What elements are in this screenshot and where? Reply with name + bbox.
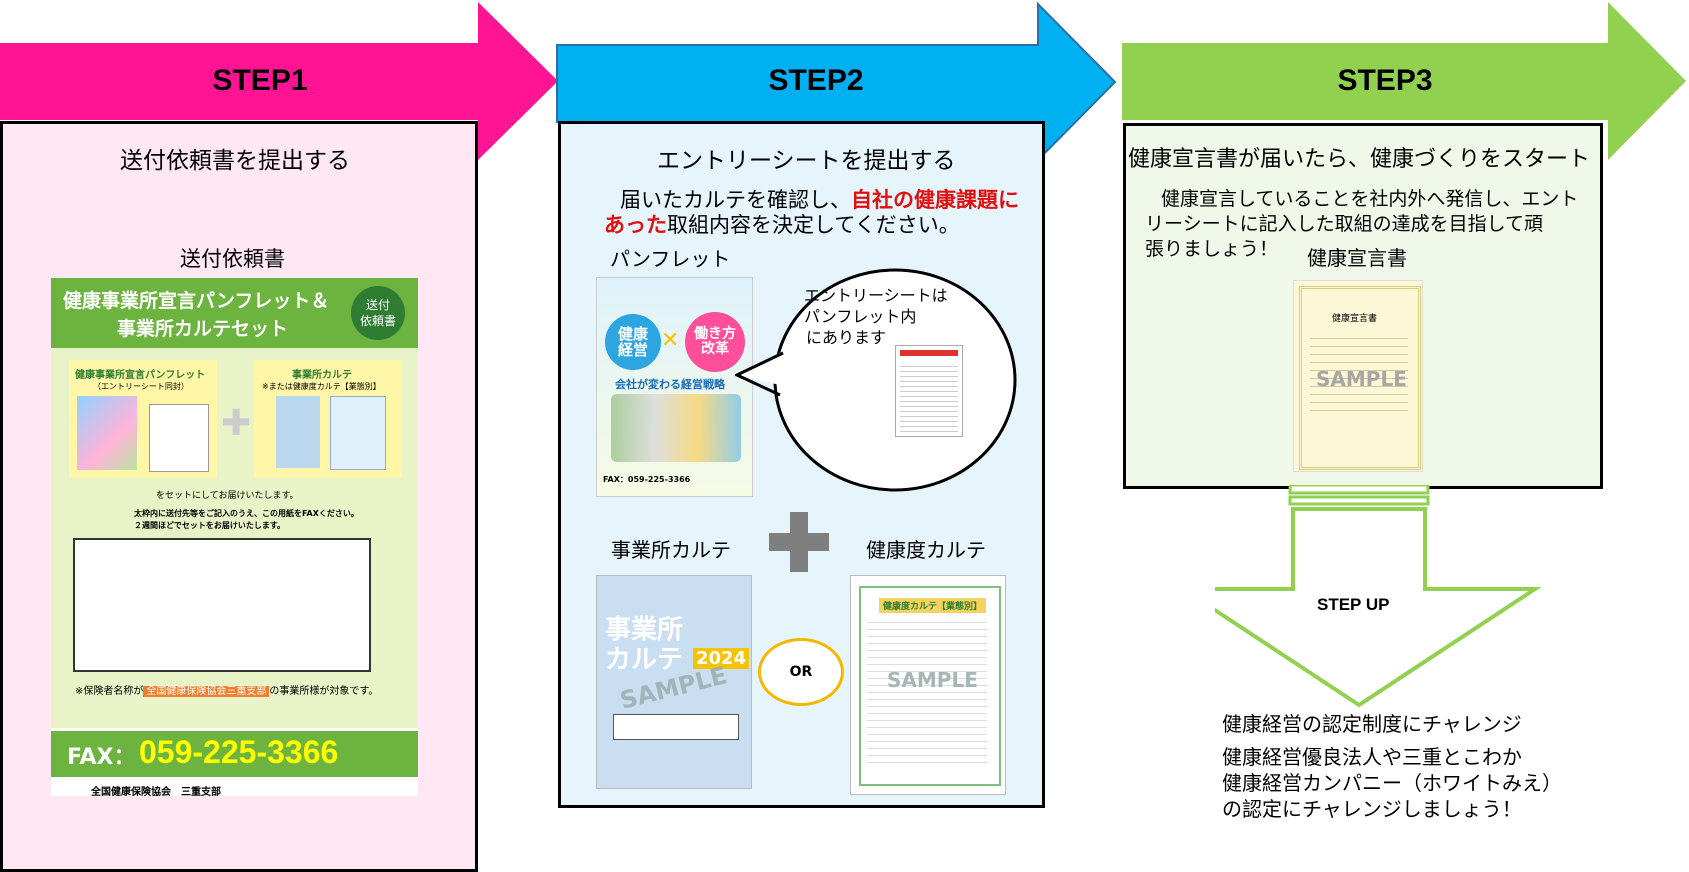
bubble-text-line2: パンフレット内 bbox=[804, 307, 917, 326]
cert-sample: SAMPLE bbox=[1316, 367, 1407, 391]
pamphlet-right-text: 働き方改革 bbox=[694, 325, 736, 357]
entry-sheet-lines bbox=[900, 362, 958, 432]
or-text: OR bbox=[789, 664, 813, 680]
form-set-text: をセットにしてお届けいたします。 bbox=[156, 491, 299, 501]
step1-label: STEP1 bbox=[212, 64, 308, 97]
card-pamphlet: 健康事業所宣言パンフレット （エントリーシート同封） bbox=[69, 360, 217, 478]
form-header: 健康事業所宣言パンフレット＆ 事業所カルテセット 送付 依頼書 bbox=[51, 278, 418, 348]
karte-mini-image bbox=[276, 396, 320, 468]
step3-body-line2: リーシートに記入した取組の達成を目指して頑 bbox=[1145, 213, 1544, 235]
pamphlet-fax: FAX：059-225-3366 bbox=[603, 475, 691, 484]
karte2-label: 健康度カルテ bbox=[866, 538, 986, 562]
step1-arrow bbox=[0, 2, 558, 160]
card-karte-sub: ※または健康度カルテ【業態別】 bbox=[262, 382, 381, 391]
request-form-thumbnail: 健康事業所宣言パンフレット＆ 事業所カルテセット 送付 依頼書 健康事業所宣言パ… bbox=[51, 278, 418, 796]
pamphlet-left-text: 健康経営 bbox=[617, 324, 648, 359]
form-note-text: ※保険者名称が bbox=[75, 686, 144, 697]
form-badge-line2: 依頼書 bbox=[359, 313, 396, 328]
plus-bar-v bbox=[790, 512, 808, 572]
pamphlet-tagline: 会社が変わる経営戦略 bbox=[615, 378, 725, 391]
form-badge-line1: 送付 bbox=[365, 298, 390, 312]
card-pamphlet-sub: （エントリーシート同封） bbox=[93, 382, 189, 391]
karte1-label: 事業所カルテ bbox=[611, 538, 731, 562]
step2-instruction-pre: 届いたカルテを確認し、 bbox=[620, 188, 851, 212]
pamphlet-label: パンフレット bbox=[610, 247, 731, 271]
pamphlet-people-image bbox=[611, 394, 741, 462]
form-badge: 送付 依頼書 bbox=[351, 286, 405, 340]
form-title-line1: 健康事業所宣言パンフレット＆ bbox=[63, 290, 330, 312]
step3-label: STEP3 bbox=[1337, 64, 1433, 97]
karte1-title: 事業所カルテ bbox=[605, 615, 684, 675]
form-delivery-note: ２週間ほどでセットをお届けいたします。 bbox=[134, 521, 286, 530]
cert-lines bbox=[1310, 331, 1408, 411]
pamphlet-circle-left: 健康経営 bbox=[605, 314, 661, 370]
karte1-thumbnail: 事業所カルテ 2024 SAMPLE bbox=[596, 575, 752, 789]
cert-border bbox=[1299, 286, 1421, 470]
entry-sheet-header bbox=[900, 350, 958, 356]
form-fax-label: FAX： bbox=[67, 745, 136, 770]
form-org: 全国健康保険協会 三重支部 bbox=[91, 787, 221, 796]
plus-icon-large bbox=[769, 512, 829, 572]
entry-sheet-thumbnail bbox=[895, 345, 963, 437]
pamphlet-cover: 健康経営 ✕ 働き方改革 会社が変わる経営戦略 FAX：059-225-3366 bbox=[596, 277, 753, 497]
step2-instruction-red2: あった bbox=[604, 213, 667, 237]
step2-instruction-line1: 届いたカルテを確認し、自社の健康課題に bbox=[620, 186, 1019, 214]
karte2-title: 健康度カルテ【業態別】 bbox=[879, 598, 987, 613]
karte1-company-box bbox=[613, 714, 739, 740]
form-fax-bar: FAX： 059-225-3366 bbox=[51, 731, 418, 777]
karte2-sample: SAMPLE bbox=[887, 668, 978, 692]
step2-instruction-post: 取組内容を決定してください。 bbox=[667, 213, 960, 237]
form-entry-box bbox=[73, 538, 371, 672]
karte2-frame bbox=[859, 586, 1001, 786]
karte1-year: 2024 bbox=[693, 648, 750, 669]
pamphlet-circle-right: 働き方改革 bbox=[685, 312, 745, 372]
cert-title: 健康宣言書 bbox=[1332, 314, 1378, 324]
step-up-text: STEP UP bbox=[1317, 595, 1390, 614]
challenge-line2: 健康経営優良法人や三重とこわか bbox=[1222, 745, 1522, 769]
card-pamphlet-title: 健康事業所宣言パンフレット bbox=[75, 370, 206, 381]
step3-body-line1: 健康宣言していることを社内外へ発信し、エント bbox=[1161, 188, 1579, 210]
pamphlet-cross-icon: ✕ bbox=[661, 328, 680, 353]
form-body: 健康事業所宣言パンフレット （エントリーシート同封） ✚ 事業所カルテ ※または… bbox=[51, 348, 418, 728]
step3-body-line3: 張りましょう！ bbox=[1145, 238, 1279, 260]
challenge-line4: の認定にチャレンジしましょう！ bbox=[1222, 797, 1522, 821]
bubble-text-line3: にあります bbox=[806, 328, 887, 347]
step2-heading: エントリーシートを提出する bbox=[657, 148, 956, 174]
form-note-tail: の事業所様が対象です。 bbox=[269, 686, 379, 697]
step2-label: STEP2 bbox=[768, 64, 864, 97]
step2-instruction-red1: 自社の健康課題に bbox=[851, 188, 1019, 212]
karte2-thumbnail: 健康度カルテ【業態別】 SAMPLE bbox=[850, 575, 1006, 795]
entry-sheet-mini-image bbox=[149, 404, 209, 472]
karte2-lines bbox=[867, 616, 987, 766]
challenge-line3: 健康経営カンパニー（ホワイトみえ） bbox=[1222, 771, 1562, 795]
plus-icon: ✚ bbox=[221, 403, 252, 444]
step1-heading: 送付依頼書を提出する bbox=[120, 148, 350, 174]
certificate-thumbnail: 健康宣言書 SAMPLE bbox=[1293, 280, 1423, 472]
pamphlet-mini-image bbox=[77, 396, 137, 470]
card-karte: 事業所カルテ ※または健康度カルテ【業態別】 bbox=[254, 360, 402, 478]
step3-arrow bbox=[1122, 2, 1686, 160]
form-note: ※保険者名称が全国健康保険協会三重支部の事業所様が対象です。 bbox=[75, 682, 378, 697]
step-up-arrow bbox=[1215, 485, 1542, 708]
karte2-mini-image bbox=[330, 396, 386, 470]
step2-instruction-line2: あった取組内容を決定してください。 bbox=[604, 211, 960, 239]
form-fax-instruction: 太枠内に送付先等をご記入のうえ、この用紙をFAXください。 bbox=[134, 509, 359, 518]
form-fax-number: 059-225-3366 bbox=[139, 734, 339, 770]
challenge-line1: 健康経営の認定制度にチャレンジ bbox=[1222, 712, 1522, 736]
or-ellipse: OR bbox=[758, 638, 844, 706]
step1-doc-title: 送付依頼書 bbox=[180, 247, 285, 271]
cert-label: 健康宣言書 bbox=[1307, 246, 1407, 270]
bubble-text-line1: エントリーシートは bbox=[804, 286, 948, 305]
form-note-highlight: 全国健康保険協会三重支部 bbox=[143, 686, 270, 697]
card-karte-title: 事業所カルテ bbox=[292, 370, 352, 381]
form-title-line2: 事業所カルテセット bbox=[117, 318, 289, 340]
step3-heading: 健康宣言書が届いたら、健康づくりをスタート bbox=[1128, 147, 1591, 172]
